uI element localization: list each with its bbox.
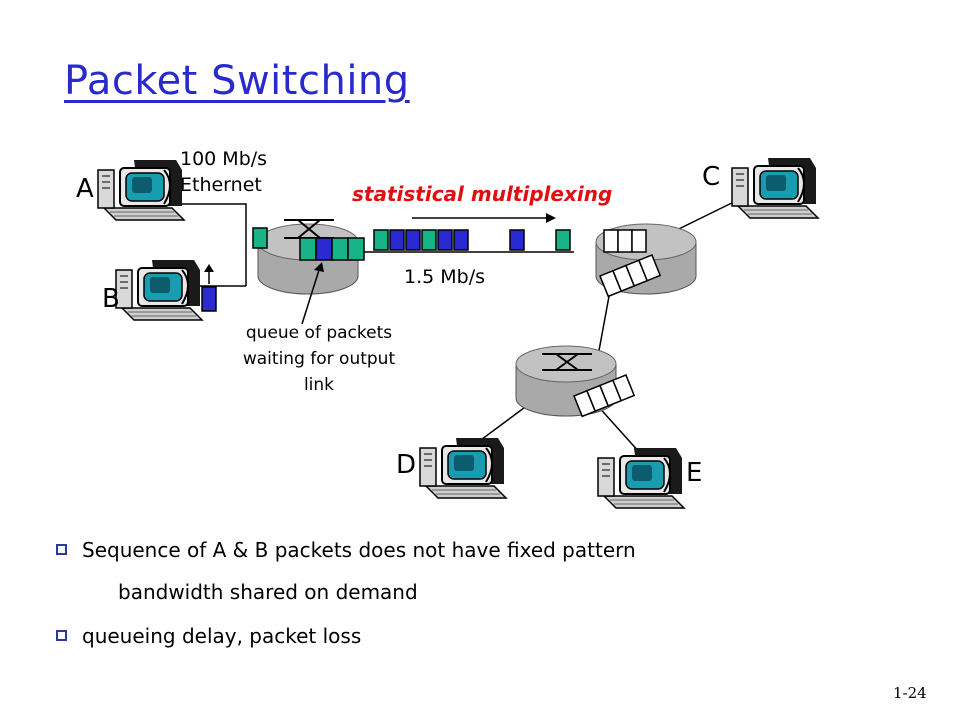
core-link-speed: 1.5 Mb/s [404,266,486,288]
router-3-queues [573,374,636,418]
queue-note-line2: waiting for output [242,349,396,369]
packet-b-arrow-head [204,264,214,272]
host-e-computer [597,447,685,509]
queue-note: queue of packets waiting for output link [206,320,432,398]
core-link-packets [373,229,571,251]
statistical-multiplexing-label: statistical multiplexing [352,182,613,206]
packet-b-access [201,286,217,312]
router-2-queues [599,229,662,298]
access-link-speed-line2: Ethernet [180,174,262,196]
page-title: Packet Switching [64,58,410,104]
host-a-label: A [76,174,94,204]
access-link-speed: 100 Mb/s Ethernet [180,146,267,198]
square-bullet-icon [56,544,67,555]
queue-note-line1: queue of packets [245,323,393,343]
host-c-label: C [702,162,721,192]
queue-pointer-line [301,269,320,325]
host-b-label: B [102,284,120,314]
page-number: 1-24 [893,684,927,702]
bullet-text: Sequence of A & B packets does not have … [82,538,636,562]
host-e-label: E [686,458,703,488]
packet-a-access [252,227,268,249]
host-d-label: D [396,450,417,480]
host-d-computer [419,437,507,499]
multiplexing-arrow-head [546,213,556,223]
queue-note-line3: link [303,375,335,395]
output-queue [299,237,365,261]
bullet-text: queueing delay, packet loss [82,624,362,648]
access-link-speed-line1: 100 Mb/s [180,148,268,170]
square-bullet-icon [56,630,67,641]
bullet-subtext: bandwidth shared on demand [118,580,418,604]
host-a-computer [97,159,185,221]
queue-pointer-head [314,262,324,272]
switch-symbol-3 [542,353,592,371]
host-b-computer [115,259,203,321]
host-c-computer [731,157,819,219]
